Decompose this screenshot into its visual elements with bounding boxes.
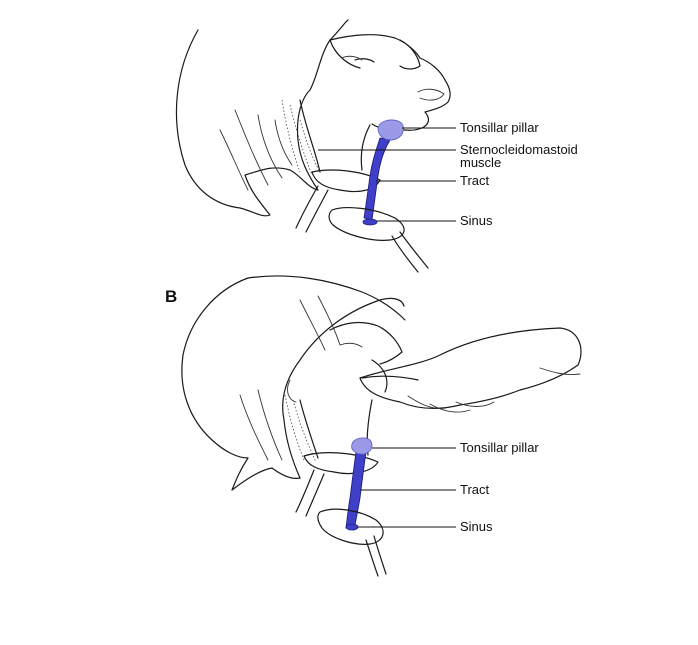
panel-b-tract xyxy=(345,451,367,531)
panel-a-label-tract: Tract xyxy=(460,173,490,188)
panel-b-letter: B xyxy=(165,287,177,306)
panel-a-label-sternocleidomastoid-1: Sternocleidomastoid xyxy=(460,142,578,157)
panel-b-hair-top xyxy=(247,275,406,321)
panel-b-face xyxy=(329,321,403,393)
panel-b-eye xyxy=(339,342,363,348)
panel-b-fingers xyxy=(407,367,581,413)
panel-b-label-tonsillar-pillar: Tonsillar pillar xyxy=(460,440,539,455)
panel-a-label-sternocleidomastoid-2: muscle xyxy=(460,155,501,170)
panel-a-nose xyxy=(399,39,421,70)
panel-b-finger-in-mouth xyxy=(361,375,419,381)
panel-b-hair-outline xyxy=(181,277,405,491)
panel-a-neck xyxy=(299,99,371,173)
panel-a-label-sinus: Sinus xyxy=(460,213,493,228)
panel-b-hair-strands xyxy=(239,295,341,461)
panel-a-hair-outline xyxy=(175,19,349,217)
panel-a-upper-retractor-handle xyxy=(295,185,329,233)
panel-b-lower-retractor xyxy=(317,508,384,545)
panel-b-sternocleidomastoid xyxy=(284,394,317,463)
panel-a-tonsillar-pillar xyxy=(377,119,404,141)
panel-b: B Tonsillar pillar Tract Sinus xyxy=(165,275,582,577)
panel-a: Tonsillar pillar Sternocleidomastoid mus… xyxy=(175,19,578,273)
panel-b-lower-retractor-handle xyxy=(365,535,387,577)
panel-a-mouth xyxy=(417,88,445,101)
panel-a-lower-retractor xyxy=(328,207,405,241)
panel-b-upper-retractor xyxy=(303,452,379,475)
panel-b-label-tract: Tract xyxy=(460,482,490,497)
panel-a-label-tonsillar-pillar: Tonsillar pillar xyxy=(460,120,539,135)
panel-b-upper-retractor-handle xyxy=(295,469,325,517)
panel-b-label-sinus: Sinus xyxy=(460,519,493,534)
panel-b-tonsillar-pillar xyxy=(351,437,373,455)
panel-a-hair-strands xyxy=(219,109,293,191)
panel-b-ear xyxy=(287,379,297,403)
panel-a-face-profile xyxy=(329,34,451,131)
panel-a-sternocleidomastoid xyxy=(281,99,321,176)
panel-a-sinus-opening xyxy=(362,218,378,226)
panel-b-arm xyxy=(359,327,582,409)
panel-a-eye xyxy=(341,55,363,61)
panel-b-sinus-opening xyxy=(345,523,359,531)
panel-a-lower-retractor-handle xyxy=(391,231,429,273)
